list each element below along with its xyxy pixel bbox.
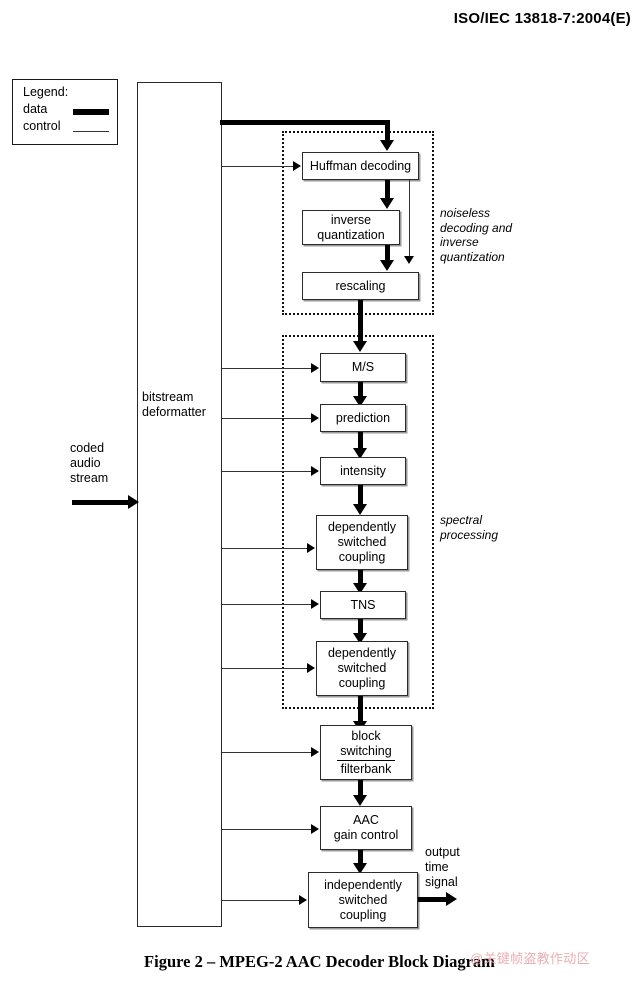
arrow-into-dsc2-icon: [353, 633, 367, 644]
control-line-to-prediction: [222, 418, 312, 419]
control-line-to-ms: [222, 368, 312, 369]
bitstream-deformatter-block: [137, 82, 222, 927]
arrow-control-tns-icon: [311, 599, 319, 609]
input-arrow-icon: [128, 495, 139, 509]
legend-control-label: control: [23, 119, 61, 133]
arrow-control-filterbank-icon: [311, 747, 319, 757]
control-line-to-intensity: [222, 471, 312, 472]
data-line-dsc2-to-filterbank: [358, 696, 363, 725]
block-rescaling: rescaling: [302, 272, 419, 300]
control-line-to-filterbank: [222, 752, 312, 753]
arrow-control-dsc1-icon: [307, 543, 315, 553]
legend-data-label: data: [23, 102, 48, 116]
arrow-control-prediction-icon: [311, 413, 319, 423]
input-data-line: [72, 500, 130, 505]
arrow-control-gain-control-icon: [311, 824, 319, 834]
control-line-to-dsc1: [222, 548, 308, 549]
control-line-to-tns: [222, 604, 312, 605]
arrow-into-huffman-icon: [380, 140, 394, 151]
legend-control-line-swatch: [73, 131, 109, 132]
arrow-into-iq-icon: [380, 198, 394, 209]
output-arrow-icon: [446, 892, 457, 906]
legend-data-line-swatch: [73, 109, 109, 115]
arrow-control-isc-icon: [299, 895, 307, 905]
data-line-iq-to-rescaling: [385, 245, 390, 264]
arrow-into-rescaling-side-icon: [404, 256, 414, 264]
arrow-into-dsc1-icon: [353, 504, 367, 515]
data-line-tns-to-dsc2: [358, 619, 363, 637]
block-ms: M/S: [320, 353, 406, 382]
data-line-dsc1-to-tns: [358, 570, 363, 586]
control-line-to-gain-control: [222, 829, 312, 830]
data-line-huffman-to-iq: [385, 180, 390, 201]
arrow-into-prediction-icon: [353, 396, 367, 407]
data-line-intensity-to-dsc1: [358, 485, 363, 508]
data-line-deformatter-to-huffman: [220, 120, 390, 125]
arrow-into-gain-control-icon: [353, 795, 367, 806]
output-data-line: [418, 897, 450, 902]
arrow-control-ms-icon: [311, 363, 319, 373]
control-line-huffman-to-rescaling: [409, 180, 410, 258]
block-prediction: prediction: [320, 404, 406, 432]
standard-reference-header: ISO/IEC 13818-7:2004(E): [453, 10, 631, 27]
data-line-down-to-huffman: [385, 120, 390, 142]
arrow-into-isc-icon: [353, 863, 367, 874]
arrow-into-tns-icon: [353, 583, 367, 594]
legend-box: Legend: data control: [12, 79, 118, 145]
arrow-into-rescaling-icon: [380, 260, 394, 271]
filterbank-divider: [337, 759, 395, 761]
arrow-control-dsc2-icon: [307, 663, 315, 673]
arrow-into-intensity-icon: [353, 448, 367, 459]
figure-caption: Figure 2 – MPEG-2 AAC Decoder Block Diag…: [144, 952, 495, 971]
watermark-text: @关键帧盗教作动区: [470, 951, 590, 966]
block-intensity: intensity: [320, 457, 406, 485]
data-line-ms-to-prediction: [358, 382, 363, 400]
block-tns: TNS: [320, 591, 406, 619]
data-line-rescaling-to-ms: [358, 300, 363, 344]
arrow-control-huffman-icon: [293, 161, 301, 171]
block-huffman-decoding: Huffman decoding: [302, 152, 419, 180]
data-line-gain-to-isc: [358, 850, 363, 866]
control-line-to-huffman: [222, 166, 294, 167]
data-line-prediction-to-intensity: [358, 432, 363, 452]
control-line-to-dsc2: [222, 668, 308, 669]
data-line-filterbank-to-gain: [358, 780, 363, 799]
legend-title: Legend:: [23, 85, 69, 99]
arrow-into-ms-icon: [353, 341, 367, 352]
arrow-control-intensity-icon: [311, 466, 319, 476]
control-line-to-isc: [222, 900, 300, 901]
